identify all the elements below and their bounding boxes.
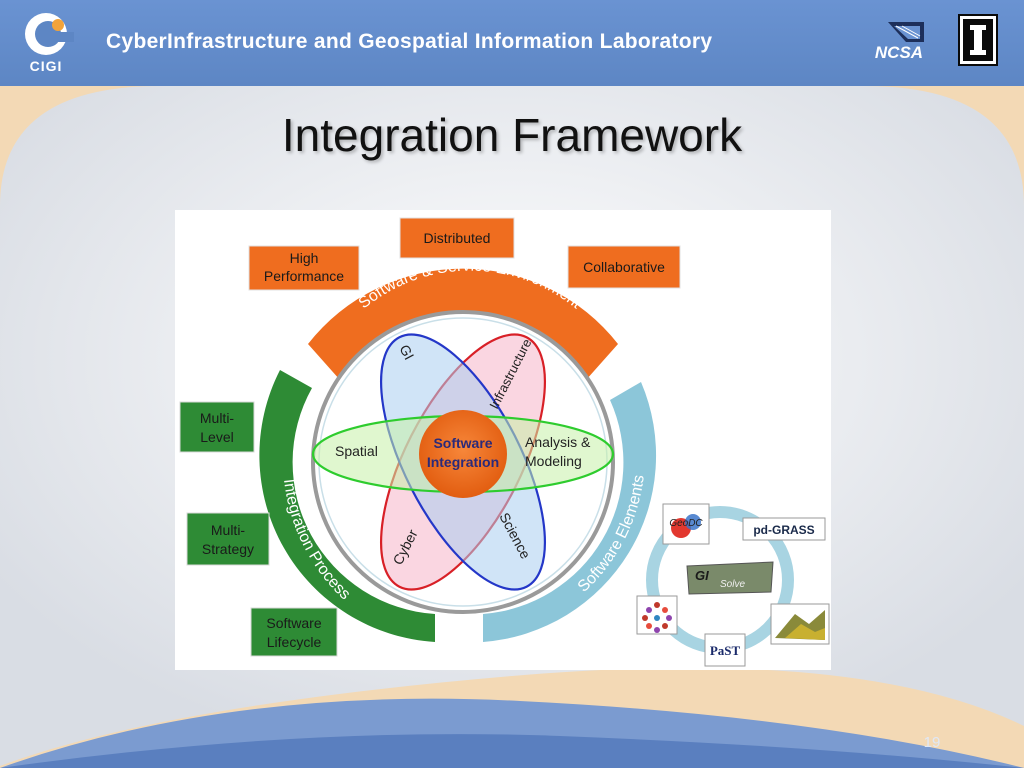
- svg-text:Multi-: Multi-: [200, 410, 235, 426]
- svg-text:Solve: Solve: [720, 579, 745, 590]
- cigi-logo-text: CIGI: [29, 58, 63, 74]
- past-logo: PaST: [704, 633, 746, 667]
- cigi-logo-icon: [25, 13, 74, 55]
- software-service-environment-band: [308, 268, 618, 380]
- svg-text:GI: GI: [695, 568, 709, 583]
- svg-text:PaST: PaST: [710, 643, 741, 658]
- ellipse-label-gi: GI: [396, 342, 417, 363]
- svg-text:Strategy: Strategy: [202, 541, 254, 557]
- svg-text:pd-GRASS: pd-GRASS: [753, 523, 814, 537]
- ellipse-label-spatial: Spatial: [335, 443, 378, 459]
- svg-text:Distributed: Distributed: [424, 230, 491, 246]
- box-multi-strategy: Multi- Strategy: [186, 512, 270, 566]
- box-high-performance: High Performance: [248, 245, 360, 291]
- geodc-logo-icon: GeoDC: [662, 503, 710, 545]
- page-number: 19: [923, 734, 941, 751]
- box-software-lifecycle: Software Lifecycle: [250, 607, 338, 657]
- core-label-line1: Software: [433, 435, 492, 451]
- software-integration-core: [419, 410, 507, 498]
- svg-text:GeoDC: GeoDC: [669, 518, 703, 529]
- box-multi-level: Multi- Level: [179, 401, 255, 453]
- svg-text:High: High: [290, 250, 319, 266]
- header-bar: CIGI CyberInfrastructure and Geospatial …: [0, 0, 1024, 86]
- svg-text:Collaborative: Collaborative: [583, 259, 665, 275]
- illinois-logo-icon: [958, 14, 998, 66]
- header-title: CyberInfrastructure and Geospatial Infor…: [106, 30, 713, 53]
- integration-process-band: [259, 370, 435, 642]
- core-label-line2: Integration: [427, 454, 499, 470]
- cluster-logo-icon: [636, 595, 678, 635]
- gisolve-logo: GI Solve: [686, 561, 774, 595]
- ncsa-logo-icon: [888, 22, 924, 42]
- svg-text:Multi-: Multi-: [211, 522, 246, 538]
- svg-text:Level: Level: [200, 429, 233, 445]
- svg-text:Software: Software: [266, 615, 321, 631]
- svg-text:Lifecycle: Lifecycle: [267, 634, 322, 650]
- slide-title: Integration Framework: [281, 109, 743, 161]
- box-distributed: Distributed: [399, 217, 515, 259]
- software-elements-band: [483, 382, 657, 642]
- ncsa-logo-text: NCSA: [874, 43, 924, 62]
- integration-framework-diagram: Software & Service Environment Integrati…: [175, 210, 831, 670]
- ellipse-label-analysis-line1: Analysis &: [525, 434, 591, 450]
- pd-grass-logo: pd-GRASS: [742, 517, 826, 541]
- box-collaborative: Collaborative: [567, 245, 681, 289]
- svg-text:Performance: Performance: [264, 268, 344, 284]
- opensim-logo-icon: [770, 603, 830, 645]
- ellipse-label-analysis-line2: Modeling: [525, 453, 582, 469]
